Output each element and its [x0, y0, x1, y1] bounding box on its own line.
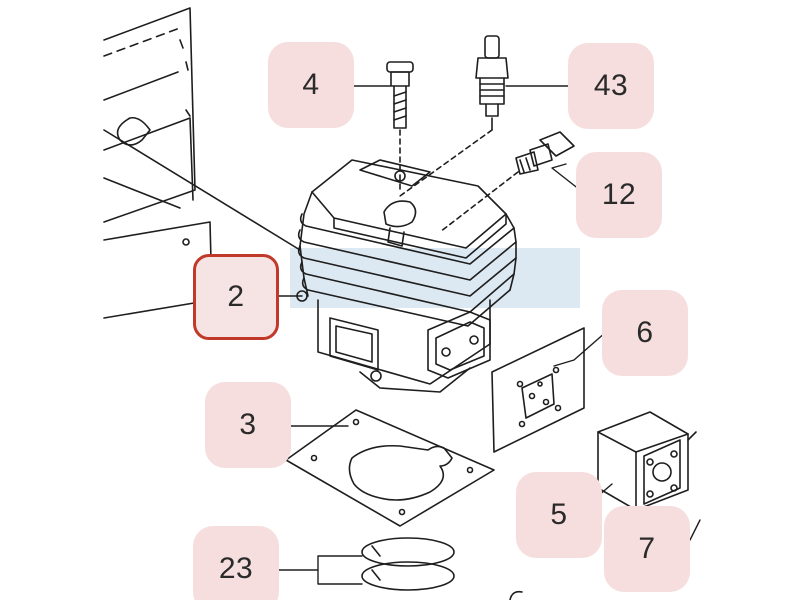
callout-2-label: 2	[227, 280, 245, 313]
leader-12	[551, 163, 581, 191]
callout-23-label: 23	[218, 552, 254, 585]
callout-5[interactable]: 5	[516, 472, 602, 558]
callout-2[interactable]: 2	[193, 254, 279, 340]
callout-43-label: 43	[593, 69, 629, 102]
leader-6	[553, 331, 607, 367]
spark-plug-icon	[399, 35, 509, 197]
leader-23	[277, 555, 363, 585]
highlight-band	[290, 248, 580, 308]
leader-7	[689, 519, 701, 541]
callout-6-label: 6	[636, 316, 654, 349]
cylinder-icon	[296, 159, 517, 393]
gasket-icon	[285, 409, 495, 527]
callout-7[interactable]: 7	[604, 506, 690, 592]
callout-23[interactable]: 23	[193, 526, 279, 600]
callout-7-label: 7	[638, 532, 656, 565]
flange-gasket-icon	[491, 327, 585, 453]
fitting-icon	[439, 131, 575, 233]
bolt-icon	[386, 61, 414, 191]
muffler-icon	[597, 411, 697, 511]
callout-4[interactable]: 4	[268, 42, 354, 128]
leader-lines	[271, 85, 701, 585]
callout-3[interactable]: 3	[205, 382, 291, 468]
callout-3-label: 3	[239, 408, 257, 441]
callout-12-label: 12	[601, 178, 637, 211]
housing-icon	[103, 7, 301, 319]
callout-4-label: 4	[302, 68, 320, 101]
callout-5-label: 5	[550, 498, 568, 531]
callout-12[interactable]: 12	[576, 152, 662, 238]
callout-43[interactable]: 43	[568, 43, 654, 129]
callout-6[interactable]: 6	[602, 290, 688, 376]
piston-rings-icon	[361, 537, 523, 600]
